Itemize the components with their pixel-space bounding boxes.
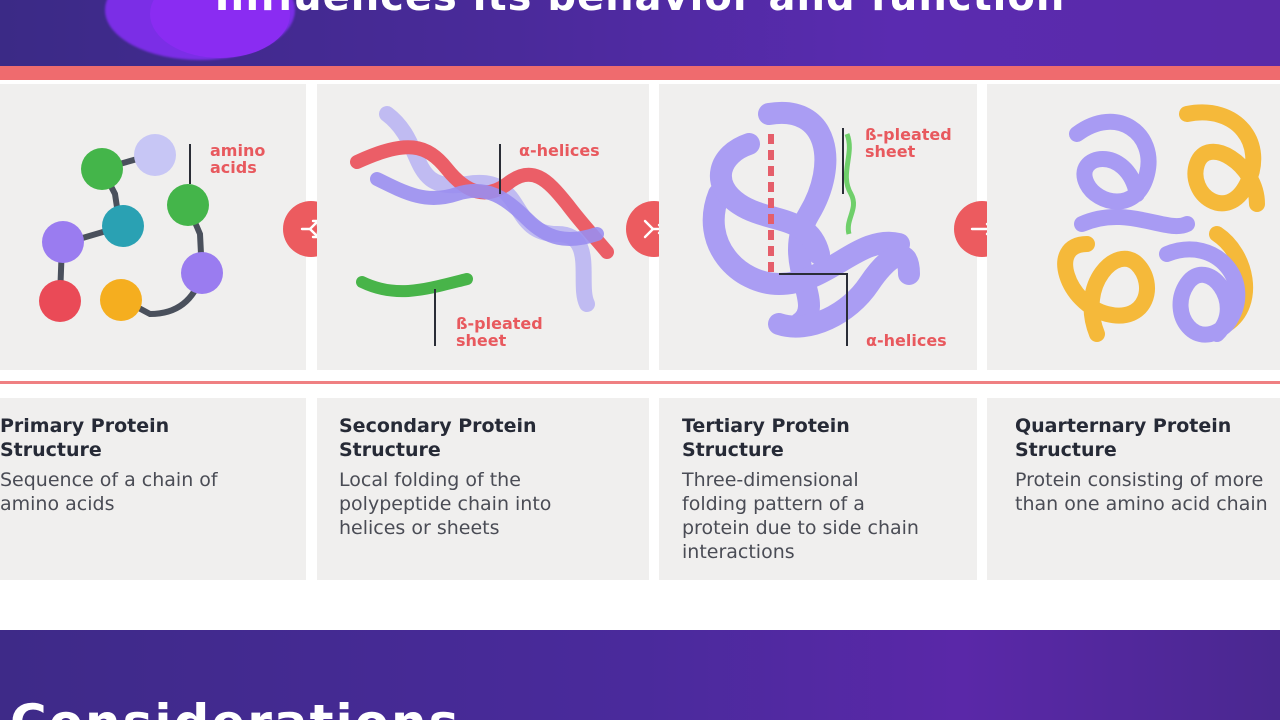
- card-title: Quarternary Protein Structure: [1015, 415, 1232, 461]
- tertiary-structure-illustration: ß-pleated sheet α-helices: [659, 84, 977, 370]
- quarternary-structure-card: Quarternary Protein Structure Protein co…: [987, 398, 1280, 580]
- quarternary-structure-illustration: [987, 84, 1280, 370]
- amino-acid-circle: [39, 280, 81, 322]
- beta-sheet-label: ß-pleated sheet: [865, 125, 952, 161]
- folded-protein-graphic: [702, 101, 920, 346]
- amino-acid-circle: [181, 252, 223, 294]
- amino-acid-circle: [102, 205, 144, 247]
- card-title: Primary Protein Structure: [0, 415, 170, 461]
- beta-sheet-label: ß-pleated sheet: [456, 314, 543, 350]
- primary-structure-illustration: amino acids: [0, 84, 306, 370]
- alpha-helices-label: α-helices: [866, 331, 947, 350]
- card-description: Local folding of the polypeptide chain i…: [339, 469, 552, 539]
- card-description: Sequence of a chain of amino acids: [0, 469, 218, 515]
- secondary-structure-card: Secondary Protein Structure Local foldin…: [317, 398, 649, 580]
- amino-acid-circle: [81, 148, 123, 190]
- amino-acid-circle: [42, 221, 84, 263]
- section-title: Considerations: [10, 694, 460, 720]
- amino-acid-chain-graphic: [39, 134, 223, 322]
- header-band: Influences its behavior and function: [0, 0, 1280, 66]
- secondary-structure-illustration: α-helices ß-pleated sheet: [317, 84, 649, 370]
- footer-band: Considerations: [0, 630, 1280, 720]
- amino-acid-circle: [100, 279, 142, 321]
- card-description: Protein consisting of more than one amin…: [1015, 469, 1268, 515]
- top-divider: [0, 66, 1280, 80]
- multi-chain-protein-graphic: [1057, 104, 1265, 343]
- header-title: Influences its behavior and function: [0, 0, 1280, 20]
- primary-structure-card: Primary Protein Structure Sequence of a …: [0, 398, 306, 580]
- amino-acid-circle: [167, 184, 209, 226]
- tertiary-structure-card: Tertiary Protein Structure Three-dimensi…: [659, 398, 977, 580]
- alpha-helices-label: α-helices: [519, 141, 600, 160]
- card-description: Three-dimensional folding pattern of a p…: [682, 469, 919, 563]
- card-title: Tertiary Protein Structure: [682, 415, 850, 461]
- amino-acid-circle: [134, 134, 176, 176]
- card-title: Secondary Protein Structure: [339, 415, 537, 461]
- middle-divider: [0, 381, 1280, 384]
- helix-and-sheet-graphic: [350, 106, 614, 346]
- amino-acids-label: amino acids: [210, 141, 266, 177]
